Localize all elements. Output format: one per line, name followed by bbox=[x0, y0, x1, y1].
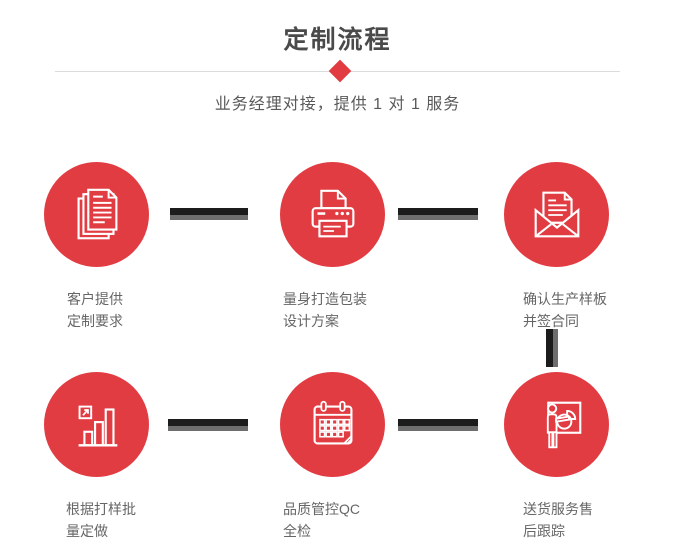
page-title: 定制流程 bbox=[283, 26, 392, 54]
step-label-line: 并签合同 bbox=[523, 313, 579, 329]
connector-line-4-5 bbox=[168, 419, 248, 431]
step-label-line: 品质管控QC bbox=[283, 501, 360, 517]
bar-chart-icon bbox=[78, 405, 117, 447]
connector-line-2-3 bbox=[398, 208, 478, 220]
printer-icon bbox=[311, 189, 354, 237]
step-circle-6 bbox=[504, 372, 609, 477]
step-label-line: 根据打样批 bbox=[66, 501, 136, 517]
step-label-1: 客户提供 定制要求 bbox=[67, 288, 123, 332]
step-label-line: 全检 bbox=[283, 523, 311, 539]
documents-icon bbox=[77, 188, 117, 239]
calendar-icon bbox=[313, 400, 352, 444]
diamond-icon bbox=[328, 59, 352, 83]
step-label-line: 量身打造包装 bbox=[283, 291, 367, 307]
step-label-line: 确认生产样板 bbox=[523, 291, 607, 307]
presentation-icon bbox=[546, 401, 581, 448]
step-circle-3 bbox=[504, 162, 609, 267]
step-label-line: 客户提供 bbox=[67, 291, 123, 307]
step-label-line: 后跟踪 bbox=[523, 523, 565, 539]
page-subtitle: 业务经理对接，提供 1 对 1 服务 bbox=[214, 96, 461, 113]
connector-line-1-2 bbox=[170, 208, 248, 220]
step-label-line: 设计方案 bbox=[283, 313, 339, 329]
step-circle-5 bbox=[280, 372, 385, 477]
step-label-line: 量定做 bbox=[66, 523, 108, 539]
step-label-2: 量身打造包装 设计方案 bbox=[283, 288, 367, 332]
step-label-4: 根据打样批 量定做 bbox=[66, 498, 136, 542]
step-circle-1 bbox=[44, 162, 149, 267]
step-circle-4 bbox=[44, 372, 149, 477]
step-label-6: 送货服务售 后跟踪 bbox=[523, 498, 593, 542]
envelope-icon bbox=[534, 191, 579, 237]
step-label-line: 定制要求 bbox=[67, 313, 123, 329]
connector-line-5-6 bbox=[398, 419, 478, 431]
step-label-line: 送货服务售 bbox=[523, 501, 593, 517]
step-circle-2 bbox=[280, 162, 385, 267]
step-label-3: 确认生产样板 并签合同 bbox=[523, 288, 607, 332]
step-label-5: 品质管控QC 全检 bbox=[283, 498, 360, 542]
connector-line-3-6 bbox=[546, 329, 558, 367]
